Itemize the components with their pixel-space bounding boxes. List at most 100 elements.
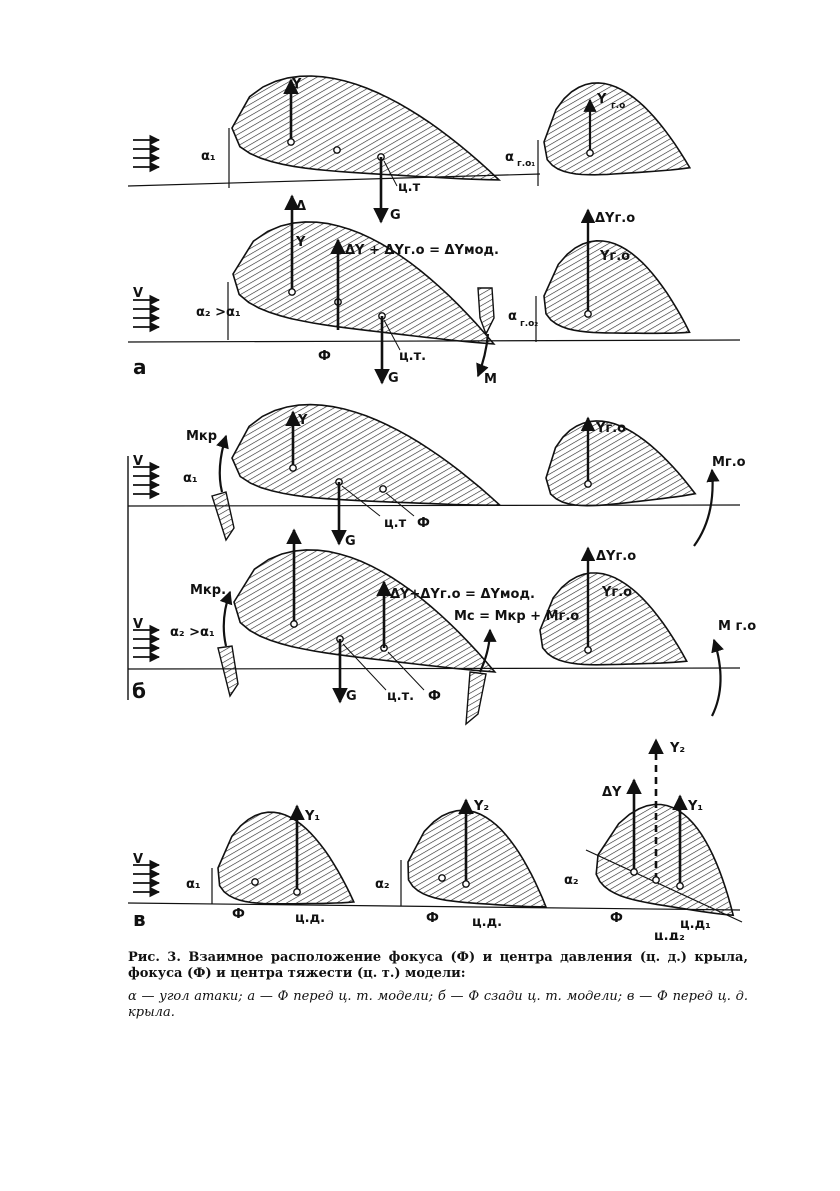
weight-label: G [346,689,357,704]
sum-label: ΔY + ΔYг.о = ΔYмод. [345,243,499,258]
total-lift-label: Y₂ [669,741,685,756]
leader [342,643,387,691]
focus-label: Ф [428,689,441,704]
leader [387,651,425,691]
cp-label: ц.д. [295,911,325,926]
point [630,868,638,876]
moment-arrow [478,628,497,673]
tail-moment-arrow [693,468,720,547]
panel-letter: б [132,679,146,703]
alpha-label: α₂ >α₁ [196,305,241,320]
point [584,480,592,488]
caption-title: Рис. 3. Взаимное расположение фокуса (Ф)… [128,950,748,982]
point [288,288,296,296]
flow-line [127,902,741,911]
leader [385,492,415,517]
tail-delta-label: ΔYг.о [596,549,636,564]
point [652,876,660,884]
velocity-label: V [133,852,143,867]
point [289,464,297,472]
tail-airfoil [543,82,692,176]
cg-label: ц.т [398,180,421,195]
tail-alpha-sub: г.о₁ [517,159,535,169]
cp-label: ц.д. [472,915,502,930]
tail-moment-arrow [711,638,724,717]
panel-letter: в [133,907,146,931]
alpha-label: α₂ >α₁ [170,625,215,640]
elevator [211,491,235,542]
tail-moment-label: M г.о [718,619,756,634]
cp1-label: ц.д₁ [680,917,711,932]
focus-label: Ф [417,516,430,531]
wing-airfoil [217,811,356,905]
tail-airfoil [545,420,697,507]
weight-label: G [388,371,399,386]
alpha-label: α₁ [183,471,198,486]
lift-label: Y [297,413,308,428]
wing-airfoil [231,403,502,506]
tail-alpha-label: α [508,309,517,324]
panel-letter: а [133,355,147,379]
focus-label: Ф [232,907,245,922]
elevator [465,671,487,726]
flow-line [127,504,741,507]
moment-label: M [484,372,497,387]
alpha-label: α₁ [201,149,216,164]
tail-delta-label: ΔYг.о [595,211,635,226]
velocity-label: V [133,617,143,632]
tail-lift-label: Yг.о [599,249,630,264]
tail-lift-sub: г.о [611,101,625,111]
lift-label: Y₁ [687,799,703,814]
lift-label: Y [295,235,306,250]
leader [383,160,398,187]
point [586,149,594,157]
moment-arrow [219,590,233,647]
cg-label: ц.т. [387,689,414,704]
point [584,646,592,654]
velocity-label: V [133,286,143,301]
weight-label: G [345,534,356,549]
point [290,620,298,628]
figure-caption: Рис. 3. Взаимное расположение фокуса (Ф)… [128,950,748,1021]
point [293,888,301,896]
wing-airfoil [232,221,496,345]
focus-label: Ф [610,911,623,926]
point [676,882,684,890]
tail-airfoil [539,572,688,666]
moment-label: Mкр [186,429,217,444]
delta-lift-label: ΔY [602,785,622,800]
lift-label: Y₂ [473,799,489,814]
point [287,138,295,146]
wing-airfoil [231,75,502,181]
velocity-label: V [133,454,143,469]
lift-label: Y₁ [304,809,320,824]
flow-line [127,667,741,670]
leader [341,485,381,517]
caption-legend: α — угол атаки; а — Ф перед ц. т. модели… [128,988,748,1020]
focus-label: Ф [426,911,439,926]
elevator [217,645,239,698]
wing-airfoil [233,549,497,673]
moment-arrow [216,434,229,493]
tail-alpha-label: α [505,150,514,165]
elevator [477,287,495,336]
moment-arrow [476,333,490,378]
lift-label: Y [291,77,302,92]
tail-alpha-sub: г.о₂ [520,319,538,329]
tail-lift-label: Yг.о [595,421,626,436]
point [251,878,259,886]
wing-airfoil [595,803,735,917]
tail-lift-label: Y [596,92,607,107]
cg-label: ц.т. [399,349,426,364]
weight-label: G [390,208,401,223]
cg-label: ц.т [384,516,407,531]
point [438,874,446,882]
cp2-label: ц.д₂ [654,929,685,940]
point [333,146,341,154]
wing-airfoil [407,809,548,908]
tail-airfoil [543,239,691,335]
delta-label: Δ [296,199,306,214]
point [584,310,592,318]
tail-moment-label: Mг.о [712,455,746,470]
tail-lift-label: Yг.о [601,585,632,600]
